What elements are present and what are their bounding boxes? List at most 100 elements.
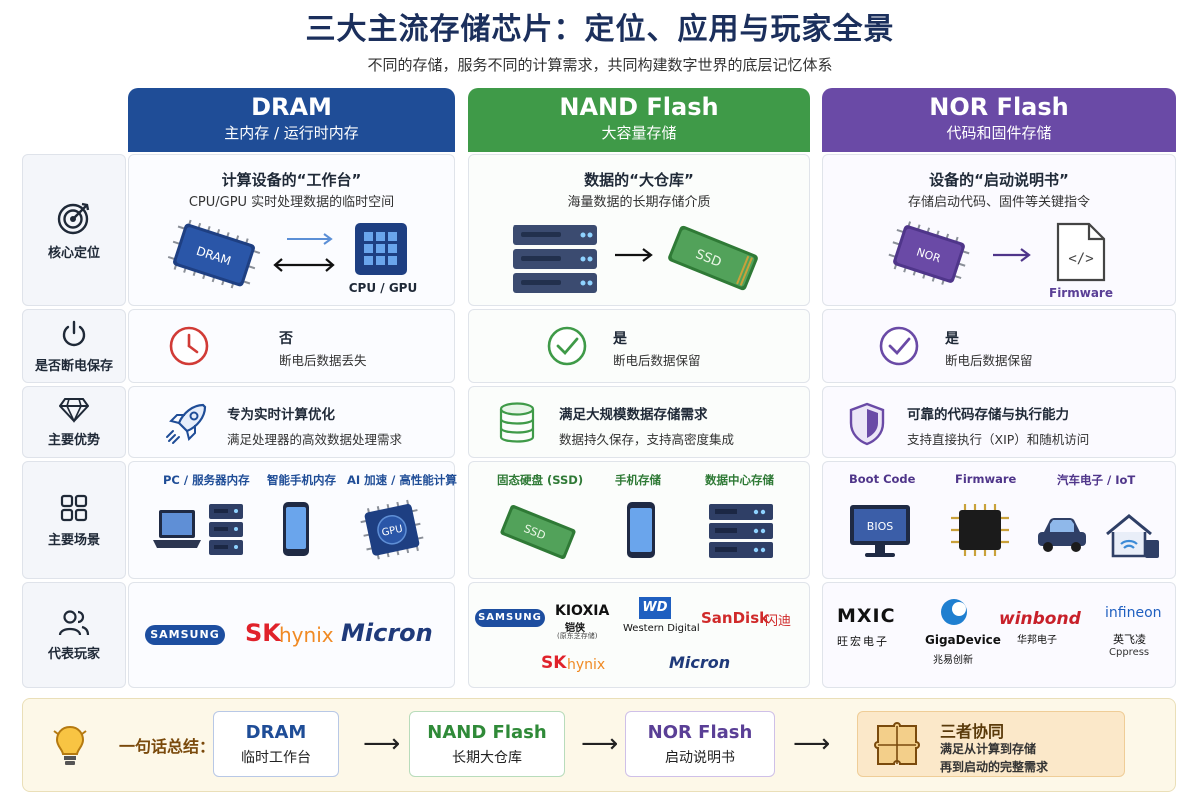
positioning-title: 计算设备的“工作台” bbox=[221, 171, 362, 189]
firmware-chip-icon bbox=[951, 504, 1009, 556]
lightbulb-icon bbox=[53, 725, 87, 765]
smart-home-icon bbox=[1106, 514, 1159, 558]
row-label-text: 代表玩家 bbox=[47, 646, 100, 662]
rocket-icon bbox=[166, 403, 207, 444]
summary-item-name: DRAM bbox=[245, 722, 307, 743]
shield-icon bbox=[849, 402, 885, 446]
summary-item-nand: NAND Flash 长期大仓库 bbox=[409, 711, 565, 777]
cell-nor-players: MXIC 旺宏电子 GigaDevice 兆易创新 winbond 华邦电子 i… bbox=[822, 582, 1176, 688]
server-rack-icon bbox=[513, 225, 597, 293]
positioning-title: 设备的“启动说明书” bbox=[929, 171, 1069, 189]
retention-desc: 断电后数据保留 bbox=[945, 353, 1033, 368]
column-subtitle: 代码和固件存储 bbox=[946, 124, 1052, 142]
car-icon bbox=[1038, 518, 1086, 552]
ssd-icon: SSD bbox=[500, 504, 576, 560]
infineon-logo: infineon bbox=[1105, 605, 1162, 621]
firmware-document-icon: </> bbox=[1056, 222, 1106, 282]
row-label-power-retention: 是否断电保存 bbox=[22, 309, 126, 383]
row-label-text: 核心定位 bbox=[47, 245, 100, 261]
summary-item-desc: 启动说明书 bbox=[665, 750, 735, 766]
kioxia-logo: KIOXIA bbox=[555, 603, 610, 619]
winbond-logo: winbond bbox=[999, 609, 1081, 629]
sandisk-cn-label: 闪迪 bbox=[765, 614, 792, 629]
cpu-gpu-label: CPU / GPU bbox=[348, 281, 418, 295]
sk-logo: SK bbox=[541, 653, 567, 673]
gigadevice-logo-icon bbox=[941, 599, 967, 625]
cell-nor-scenarios: Boot Code Firmware 汽车电子 / IoT BIOS bbox=[822, 461, 1176, 579]
retention-desc: 断电后数据丢失 bbox=[279, 353, 367, 368]
check-circle-icon bbox=[879, 326, 919, 366]
advantage-title: 可靠的代码存储与执行能力 bbox=[907, 407, 1069, 423]
scenario-label: PC / 服务器内存 bbox=[163, 473, 250, 487]
row-label-text: 主要优势 bbox=[47, 432, 100, 448]
column-subtitle: 主内存 / 运行时内存 bbox=[224, 124, 359, 142]
kioxia-cn-label: 铠侠 bbox=[565, 623, 585, 634]
column-name: DRAM bbox=[251, 93, 332, 121]
dram-chip-icon: DRAM bbox=[167, 219, 261, 289]
power-icon bbox=[62, 320, 86, 346]
cell-dram-players: SAMSUNG SK hynix Micron bbox=[128, 582, 455, 688]
cell-dram-scenarios: PC / 服务器内存 智能手机内存 AI 加速 / 高性能计算 GPU bbox=[128, 461, 457, 579]
cpu-gpu-icon bbox=[355, 223, 407, 275]
hynix-logo: hynix bbox=[567, 657, 606, 673]
cell-nor-advantage: 可靠的代码存储与执行能力 支持直接执行（XIP）和随机访问 bbox=[822, 386, 1176, 458]
retention-title: 是 bbox=[945, 331, 959, 347]
summary-label: 一句话总结： bbox=[119, 737, 216, 756]
wd-logo: WD bbox=[639, 597, 671, 619]
infineon-cn-label: 英飞凌 bbox=[1113, 633, 1146, 646]
summary-item-nor: NOR Flash 启动说明书 bbox=[625, 711, 775, 777]
synergy-desc-2: 再到启动的完整需求 bbox=[940, 760, 1049, 774]
firmware-label: Firmware bbox=[1049, 286, 1113, 300]
svg-text:</>: </> bbox=[1068, 251, 1093, 267]
cell-nor-retention: 是 断电后数据保留 bbox=[822, 309, 1176, 383]
arrow-right-icon: ⟶ bbox=[581, 729, 619, 759]
positioning-desc: 海量数据的长期存储介质 bbox=[567, 195, 711, 210]
row-label-advantage: 主要优势 bbox=[22, 386, 126, 458]
cypress-label: Cppress bbox=[1109, 647, 1150, 658]
arrow-right-icon: ⟶ bbox=[363, 729, 401, 759]
summary-item-dram: DRAM 临时工作台 bbox=[213, 711, 339, 777]
users-icon bbox=[58, 609, 90, 635]
positioning-desc: 存储启动代码、固件等关键指令 bbox=[907, 195, 1090, 210]
kioxia-note: (原东芝存储) bbox=[557, 632, 598, 640]
scenario-label: 汽车电子 / IoT bbox=[1057, 473, 1136, 487]
column-name: NAND Flash bbox=[559, 93, 719, 121]
advantage-desc: 数据持久保存，支持高密度集成 bbox=[559, 432, 735, 447]
gpu-chip-icon: GPU bbox=[360, 499, 424, 560]
mxic-logo: MXIC bbox=[837, 605, 896, 627]
summary-item-desc: 临时工作台 bbox=[241, 750, 311, 766]
check-circle-icon bbox=[547, 326, 587, 366]
scenario-label: 固态硬盘 (SSD) bbox=[497, 473, 584, 487]
summary-item-desc: 长期大仓库 bbox=[452, 750, 522, 766]
micron-logo: Micron bbox=[341, 619, 433, 647]
column-subtitle: 大容量存储 bbox=[601, 124, 677, 142]
target-icon bbox=[57, 202, 90, 234]
row-label-positioning: 核心定位 bbox=[22, 154, 126, 306]
retention-desc: 断电后数据保留 bbox=[613, 353, 701, 368]
arrow-right-icon: ⟶ bbox=[793, 729, 831, 759]
gpu-label: GPU bbox=[381, 524, 404, 539]
cell-dram-positioning: 计算设备的“工作台” CPU/GPU 实时处理数据的临时空间 DRAM CPU … bbox=[128, 154, 455, 306]
grid-icon bbox=[60, 494, 88, 521]
row-label-text: 主要场景 bbox=[47, 532, 100, 548]
nor-chip-icon: NOR bbox=[888, 221, 970, 285]
sk-logo: SK bbox=[245, 619, 281, 647]
advantage-title: 专为实时计算优化 bbox=[227, 407, 335, 423]
smartphone-icon bbox=[283, 502, 309, 556]
scenario-label: 手机存储 bbox=[615, 473, 661, 487]
laptop-icon bbox=[153, 510, 201, 548]
advantage-desc: 支持直接执行（XIP）和随机访问 bbox=[907, 432, 1090, 447]
row-label-players: 代表玩家 bbox=[22, 582, 126, 688]
cell-nand-players: SAMSUNG KIOXIA 铠侠 (原东芝存储) WD Western Dig… bbox=[468, 582, 810, 688]
samsung-logo: SAMSUNG bbox=[475, 609, 545, 627]
summary-item-name: NOR Flash bbox=[647, 722, 753, 743]
scenario-label: AI 加速 / 高性能计算 bbox=[347, 473, 457, 487]
arrow-icon bbox=[273, 233, 335, 272]
clock-no-icon bbox=[169, 326, 209, 366]
scenario-label: 智能手机内存 bbox=[267, 473, 336, 487]
scenario-label: 数据中心存储 bbox=[705, 473, 774, 487]
database-icon bbox=[499, 402, 535, 443]
arrow-right-icon bbox=[615, 248, 653, 262]
bios-monitor-icon: BIOS bbox=[850, 505, 910, 557]
retention-title: 否 bbox=[279, 331, 293, 347]
